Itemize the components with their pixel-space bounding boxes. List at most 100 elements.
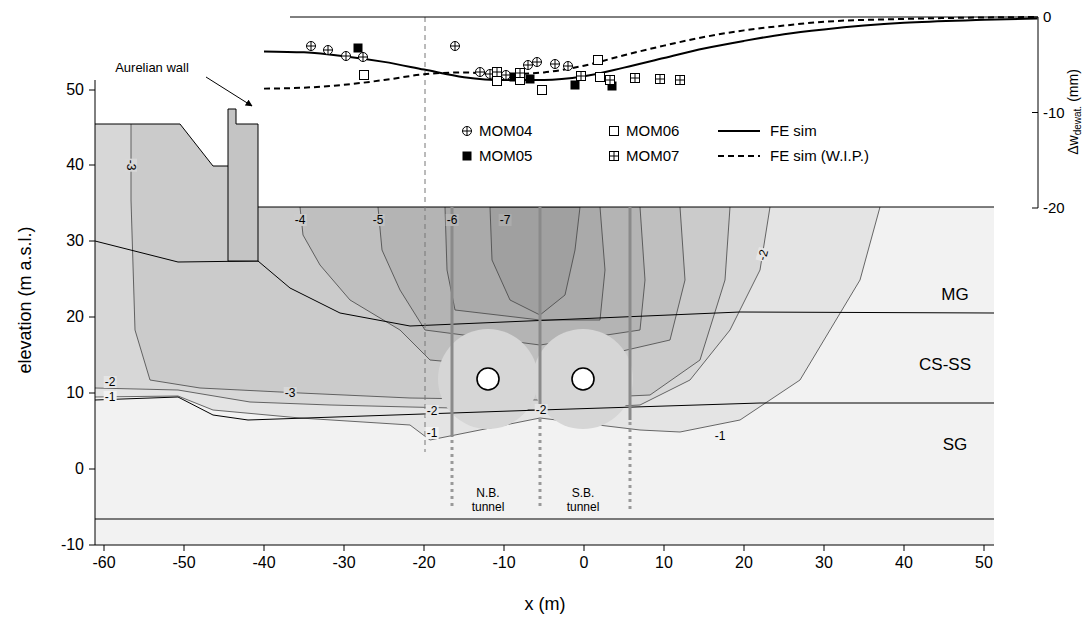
dewatering-well <box>539 207 542 410</box>
mom04-marker <box>564 62 573 71</box>
x-tick-label: 50 <box>975 554 993 572</box>
leader-line <box>206 77 252 106</box>
x-tick <box>664 545 665 551</box>
mom06-marker <box>594 56 603 65</box>
contour-line <box>378 207 645 345</box>
contour-band <box>490 207 580 315</box>
layer-boundary <box>95 397 994 420</box>
mom05-marker <box>354 44 363 53</box>
well-extension <box>451 440 454 510</box>
y-tick-label: 30 <box>66 232 84 250</box>
mom04-marker <box>551 60 560 69</box>
contour-band <box>131 60 730 400</box>
well-extension <box>629 422 632 510</box>
tunnel-name: S.B. tunnel <box>560 487 606 515</box>
legend-label: MOM05 <box>479 148 532 165</box>
y-tick <box>89 469 95 470</box>
tunnel-section <box>572 368 594 390</box>
y-tick-label: 50 <box>66 81 84 99</box>
y-tick <box>89 317 95 318</box>
mom06-marker <box>493 77 502 86</box>
contour-value: -1 <box>426 427 439 439</box>
settlement-tick <box>1032 208 1038 209</box>
x-tick <box>264 545 265 551</box>
x-tick-label: -60 <box>92 554 115 572</box>
mom04-marker <box>451 42 460 51</box>
legend-line-sample <box>718 130 760 132</box>
x-axis <box>95 545 994 546</box>
x-tick <box>344 545 345 551</box>
axis-title: elevation (m a.s.l.) <box>16 226 36 373</box>
axis-title: Δwdewat.(mm) <box>1066 69 1083 155</box>
x-tick-label: -10 <box>492 554 515 572</box>
contour-value: -2 <box>756 247 771 262</box>
axis-title-part: (mm) <box>1065 69 1081 102</box>
mom04-marker <box>324 46 333 55</box>
contour-value: -1 <box>714 430 727 442</box>
x-tick <box>904 545 905 551</box>
legend-label: MOM04 <box>479 123 532 140</box>
mom07-marker <box>656 75 665 84</box>
profile-baseline <box>290 17 1038 18</box>
tunnel-name: N.B. tunnel <box>465 487 511 515</box>
contour-band <box>95 60 770 410</box>
y-tick-label: 20 <box>66 308 84 326</box>
mom04-marker <box>307 42 316 51</box>
mom06-marker <box>360 71 369 80</box>
x-tick-label: 40 <box>895 554 913 572</box>
axis-title: x (m) <box>525 595 566 615</box>
x-tick-label: -20 <box>412 554 435 572</box>
x-tick-label: 0 <box>580 554 589 572</box>
contour-value: -1 <box>104 391 117 403</box>
tunnel-section <box>477 368 499 390</box>
contour-value: -4 <box>294 214 307 226</box>
legend-label: FE sim (W.I.P.) <box>770 148 869 165</box>
mom07-marker <box>577 72 586 81</box>
settlement-tick-label: -10 <box>1043 104 1065 121</box>
x-tick <box>104 545 105 551</box>
legend-label: MOM07 <box>626 148 679 165</box>
legend-line-sample <box>718 155 760 157</box>
layer-boundary <box>95 519 994 520</box>
y-tick-label: 10 <box>66 384 84 402</box>
contour-line <box>95 207 770 410</box>
y-tick <box>89 90 95 91</box>
contour-band <box>378 60 645 345</box>
y-tick-label: 40 <box>66 156 84 174</box>
x-tick <box>984 545 985 551</box>
contour-value: -2 <box>535 404 548 416</box>
settlement-tick <box>1032 112 1038 113</box>
contour-line <box>95 207 880 440</box>
mom04-marker <box>342 52 351 61</box>
y-tick-label: 0 <box>75 460 84 478</box>
x-tick <box>184 545 185 551</box>
contour-value: -6 <box>446 214 459 226</box>
contour-value: -2 <box>426 405 439 417</box>
measurements <box>307 42 685 95</box>
contour-line <box>490 207 580 315</box>
tunnel-zone <box>533 329 633 429</box>
layer-boundary <box>95 124 228 166</box>
contour-value: -2 <box>104 376 117 388</box>
y-axis <box>95 80 96 545</box>
contour-value: -3 <box>284 387 297 399</box>
x-tick <box>424 545 425 551</box>
tunnel-label-node: N.B. tunnel <box>465 487 511 515</box>
layer-boundary <box>258 207 994 208</box>
axis-title-part: Δw <box>1065 135 1081 154</box>
y-tick <box>89 241 95 242</box>
tunnel-label-node: S.B. tunnel <box>560 487 606 515</box>
layer-name: MG <box>941 286 968 305</box>
contour-value: -7 <box>499 214 512 226</box>
callout-label: Aurelian wall <box>115 61 189 75</box>
x-tick-label: -40 <box>252 554 275 572</box>
mom07-marker <box>493 68 502 77</box>
contour-band <box>95 60 880 440</box>
mom04-marker <box>359 53 368 62</box>
x-tick <box>584 545 585 551</box>
mom07-marker <box>610 152 619 161</box>
